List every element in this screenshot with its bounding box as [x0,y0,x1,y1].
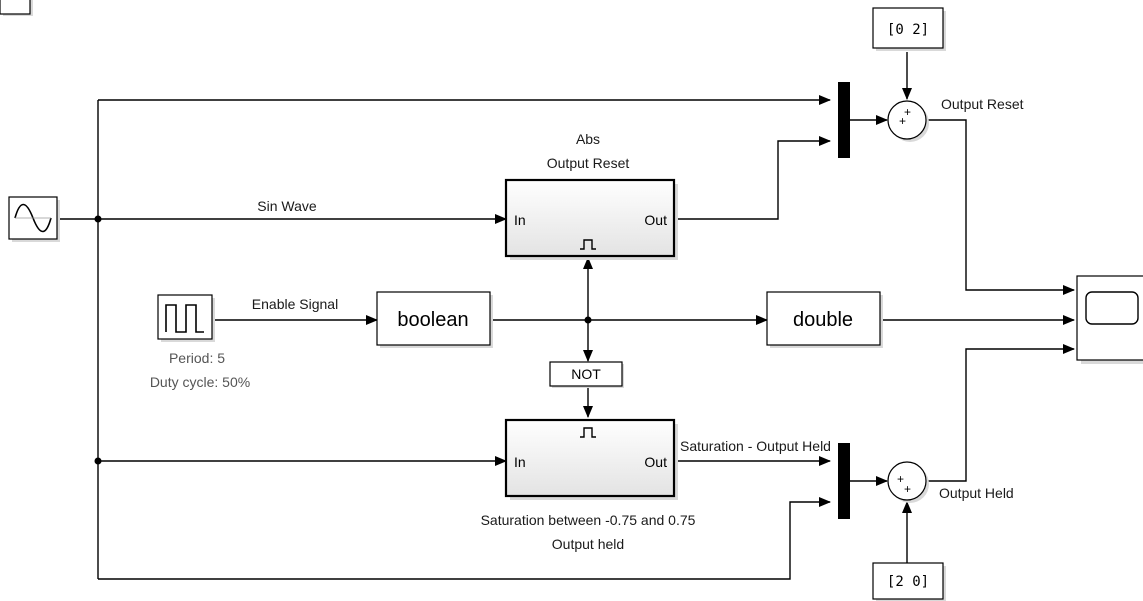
top-sum-block[interactable]: + + [887,100,929,142]
sum-sign-plus: + [897,472,904,486]
bottom-constant-block[interactable]: [2 0] [872,562,946,601]
enable-signal-label: Enable Signal [252,296,338,312]
top-subsystem-out-port: Out [644,212,667,228]
top-constant-value: [0 2] [887,22,929,38]
bottom-subsystem-caption-2: Output held [552,536,624,552]
bottom-sum-block[interactable]: + + [887,461,929,503]
boolean-conversion-block[interactable]: boolean [376,291,493,348]
scope-screen-icon [1085,291,1139,325]
not-block-label: NOT [571,366,601,382]
bottom-subsystem-in-port: In [514,454,526,470]
bottom-enabled-subsystem[interactable]: In Out [504,418,678,500]
signal-lines [60,52,1075,580]
double-block-label: double [793,309,853,331]
top-mux-block[interactable] [838,82,850,158]
sine-wave-block[interactable] [8,196,60,242]
partial-block-top-left[interactable] [0,0,33,16]
sum-sign-plus: + [904,105,911,119]
junction-dot [584,316,592,324]
pulse-generator-block[interactable] [157,294,215,342]
pulse-icon [165,304,204,333]
double-conversion-block[interactable]: double [766,291,883,348]
bottom-constant-value: [2 0] [887,574,929,590]
junction-dot [94,215,102,223]
bottom-subsystem-caption: Saturation between -0.75 and 0.75 [481,512,696,528]
top-enabled-subsystem[interactable]: In Out [504,178,678,260]
top-subsystem-subtitle: Output Reset [547,155,630,171]
junction-dot [94,457,102,465]
bottom-mux-block[interactable] [838,443,850,519]
top-subsystem-title: Abs [576,131,600,147]
top-subsystem-in-port: In [514,212,526,228]
boolean-block-label: boolean [397,309,468,331]
pulse-duty-cycle-label: Duty cycle: 50% [150,374,250,390]
enable-port-icon [580,427,596,438]
output-reset-signal-label: Output Reset [941,96,1024,112]
not-logic-block[interactable]: NOT [549,361,624,388]
sum-sign-plus: + [899,114,906,128]
scope-block[interactable] [1076,275,1143,364]
sin-wave-signal-label: Sin Wave [257,198,317,214]
pulse-period-label: Period: 5 [169,350,225,366]
bottom-subsystem-out-port: Out [644,454,667,470]
output-held-signal-label: Output Held [939,485,1014,501]
sum-sign-plus: + [904,482,911,496]
saturation-signal-label: Saturation - Output Held [680,438,831,454]
top-constant-block[interactable]: [0 2] [872,7,946,51]
enable-port-icon [580,239,596,250]
